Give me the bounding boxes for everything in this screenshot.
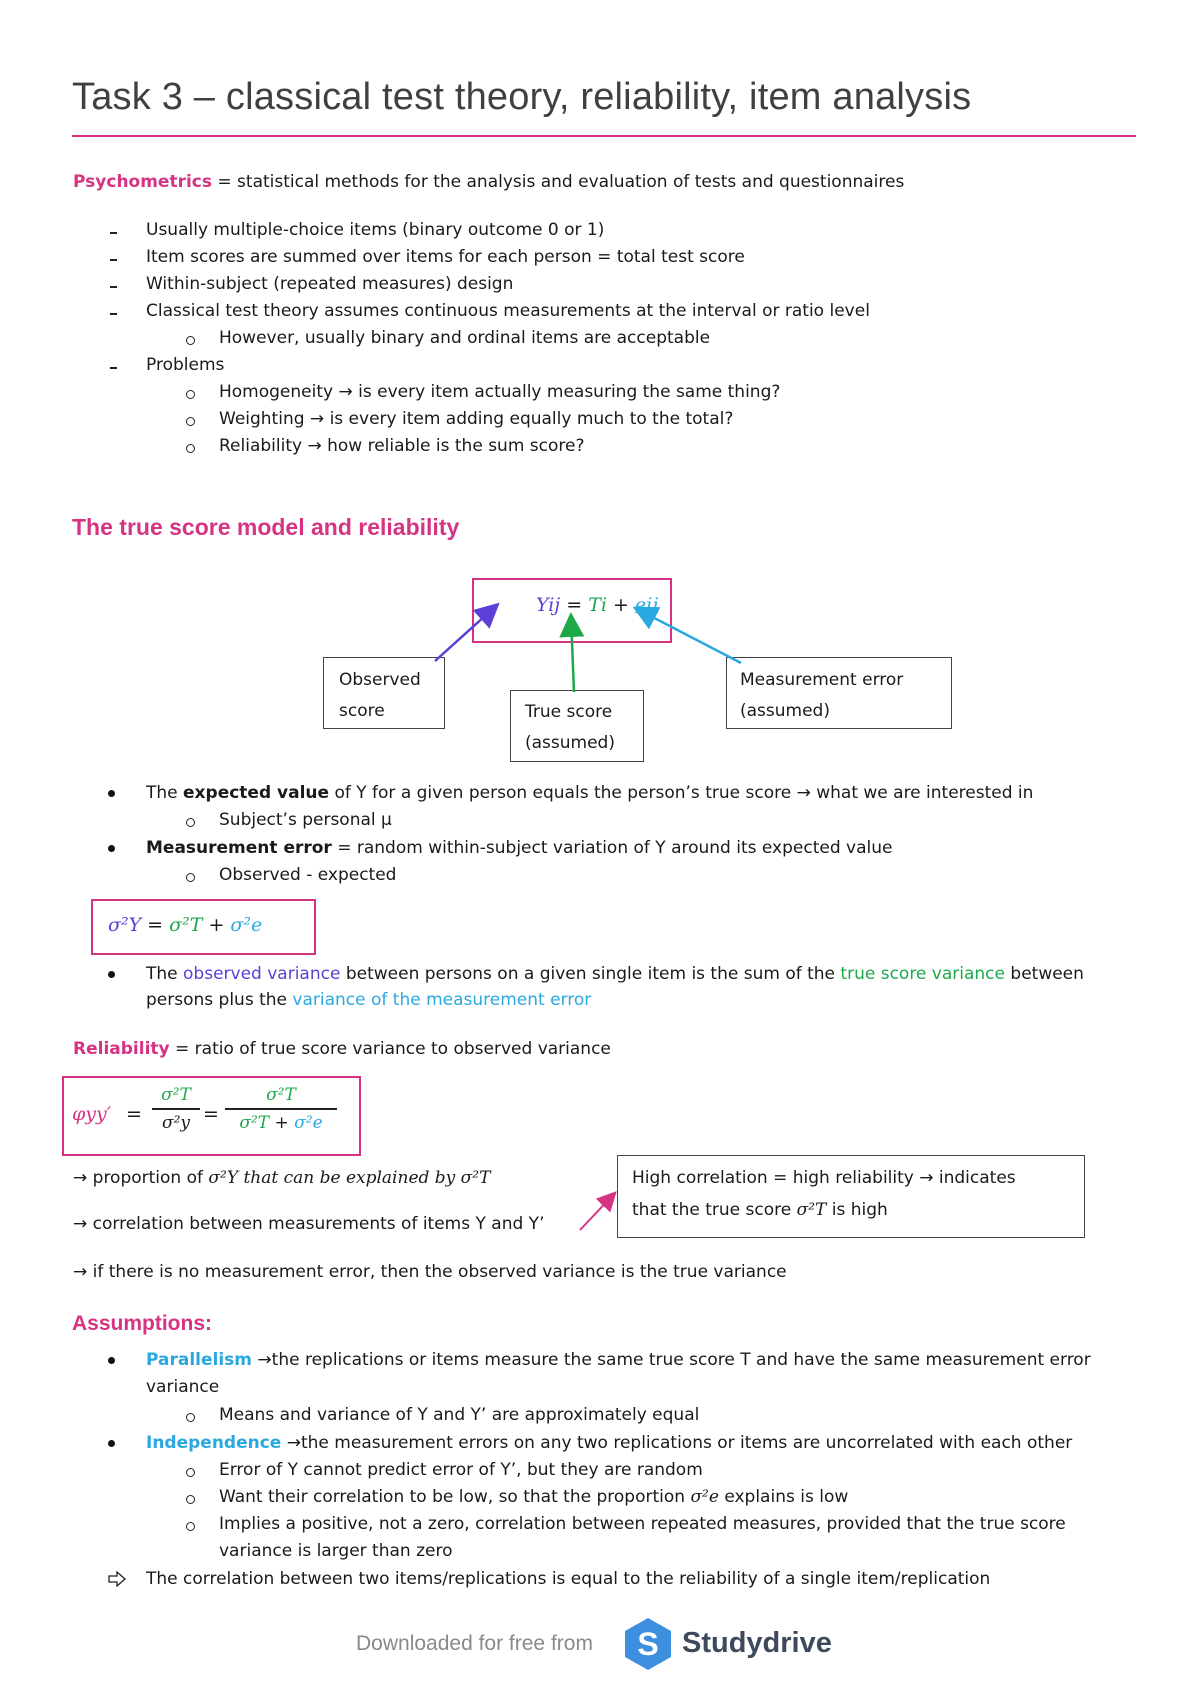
- page-title: Task 3 – classical test theory, reliabil…: [72, 76, 972, 118]
- measurement-error-label-2: (assumed): [740, 701, 830, 721]
- disc-bullet: [108, 790, 115, 797]
- list-item: Usually multiple-choice items (binary ou…: [146, 220, 605, 240]
- dash-bullet: [110, 232, 117, 234]
- list-item: However, usually binary and ordinal item…: [219, 328, 711, 348]
- variance-bullet-line-1: The observed variance between persons on…: [146, 964, 1084, 984]
- list-item: Means and variance of Y and Y’ are appro…: [219, 1405, 700, 1425]
- assumptions-heading: Assumptions:: [72, 1312, 213, 1335]
- list-item: Classical test theory assumes continuous…: [146, 301, 870, 321]
- fraction-1-numerator: σ²T: [161, 1085, 191, 1105]
- conclusion-text: The correlation between two items/replic…: [146, 1569, 991, 1589]
- independence-line-1: Independence →the measurement errors on …: [146, 1433, 1073, 1453]
- high-correlation-text-2: that the true score σ²T is high: [632, 1200, 888, 1220]
- circle-bullet: [186, 1468, 195, 1477]
- reliability-line-2: → correlation between measurements of it…: [73, 1214, 545, 1234]
- list-item: Subject’s personal μ: [219, 810, 392, 830]
- disc-bullet: [108, 1440, 115, 1447]
- high-correlation-text-1: High correlation = high reliability → in…: [632, 1168, 1016, 1188]
- list-item: Within-subject (repeated measures) desig…: [146, 274, 514, 294]
- svg-text:S: S: [637, 1626, 658, 1662]
- circle-bullet: [186, 444, 195, 453]
- psychometrics-text: = statistical methods for the analysis a…: [212, 172, 905, 192]
- list-item: Error of Y cannot predict error of Y’, b…: [219, 1460, 703, 1480]
- variance-equation: σ²Y = σ²T + σ²e: [108, 914, 263, 936]
- true-score-label-1: True score: [525, 702, 613, 722]
- dash-bullet: [110, 313, 117, 315]
- circle-bullet: [186, 818, 195, 827]
- psychometrics-term: Psychometrics: [73, 172, 212, 192]
- eq-observed: Yij: [536, 594, 561, 616]
- studydrive-logo-icon[interactable]: S: [622, 1616, 674, 1672]
- diagram-arrows: [434, 602, 742, 693]
- fraction-2-numerator: σ²T: [266, 1085, 296, 1105]
- high-correlation-box: [617, 1155, 1085, 1238]
- measurement-error-label-1: Measurement error: [740, 670, 904, 690]
- variance-bullet-line-2: persons plus the variance of the measure…: [146, 990, 592, 1010]
- variance-equation-box: [91, 899, 316, 955]
- reliability-eq-1: =: [126, 1103, 142, 1125]
- circle-bullet: [186, 873, 195, 882]
- fraction-2-denominator: σ²T + σ²e: [239, 1112, 323, 1133]
- list-item: Reliability → how reliable is the sum sc…: [219, 436, 585, 456]
- dash-bullet: [110, 367, 117, 369]
- reliability-equation-box: [62, 1076, 361, 1156]
- true-score-arrow: [559, 612, 585, 693]
- error-arrow: [632, 606, 742, 665]
- circle-bullet: [186, 417, 195, 426]
- list-item: Observed - expected: [219, 865, 397, 885]
- reliability-eq-2: =: [203, 1103, 219, 1125]
- parallelism-line-2: variance: [146, 1377, 220, 1397]
- fraction-1-denominator: σ²y: [161, 1112, 191, 1133]
- true-score-label-2: (assumed): [525, 733, 615, 753]
- circle-bullet: [186, 1413, 195, 1422]
- section-heading-true-score: The true score model and reliability: [72, 514, 460, 540]
- reliability-definition: Reliability = ratio of true score varian…: [73, 1039, 611, 1059]
- list-item: Implies a positive, not a zero, correlat…: [219, 1514, 1066, 1534]
- observed-score-label-2: score: [339, 701, 385, 721]
- parallelism-line-1: Parallelism →the replications or items m…: [146, 1350, 1091, 1370]
- observed-score-box: [323, 657, 445, 729]
- reliability-line-1: → proportion of σ²Y that can be explaine…: [73, 1168, 491, 1188]
- high-correlation-arrow: [579, 1191, 617, 1231]
- list-item: Weighting → is every item adding equally…: [219, 409, 734, 429]
- true-score-box: [510, 690, 644, 762]
- studydrive-brand-link[interactable]: Studydrive: [682, 1627, 832, 1659]
- circle-bullet: [186, 390, 195, 399]
- psychometrics-definition: Psychometrics = statistical methods for …: [73, 172, 904, 192]
- circle-bullet: [186, 1495, 195, 1504]
- list-item: Problems: [146, 355, 225, 375]
- reliability-fraction-2: σ²T σ²T + σ²e: [225, 1085, 337, 1133]
- list-item: The expected value of Y for a given pers…: [146, 783, 1034, 803]
- dash-bullet: [110, 259, 117, 261]
- measurement-error-box: [726, 657, 952, 729]
- dash-bullet: [110, 286, 117, 288]
- observed-score-label-1: Observed: [339, 670, 421, 690]
- arrow-bullet-icon: [108, 1571, 126, 1587]
- disc-bullet: [108, 845, 115, 852]
- circle-bullet: [186, 336, 195, 345]
- eq-true: Ti: [588, 594, 607, 616]
- reliability-lhs: φyy′: [72, 1103, 112, 1125]
- list-item: Item scores are summed over items for ea…: [146, 247, 745, 267]
- list-item: Measurement error = random within-subjec…: [146, 838, 893, 858]
- list-item: Want their correlation to be low, so tha…: [219, 1487, 849, 1507]
- eq-plus: +: [606, 594, 635, 616]
- footer-download-text: Downloaded for free from: [356, 1632, 593, 1655]
- observed-arrow: [434, 602, 500, 662]
- list-item-continued: variance is larger than zero: [219, 1541, 453, 1561]
- reliability-fraction-1: σ²T σ²y: [152, 1085, 200, 1133]
- disc-bullet: [108, 1357, 115, 1364]
- disc-bullet: [108, 971, 115, 978]
- reliability-line-3: → if there is no measurement error, then…: [73, 1262, 787, 1282]
- list-item: Homogeneity → is every item actually mea…: [219, 382, 781, 402]
- title-divider: [72, 135, 1136, 137]
- eq-equals: =: [560, 594, 589, 616]
- circle-bullet: [186, 1522, 195, 1531]
